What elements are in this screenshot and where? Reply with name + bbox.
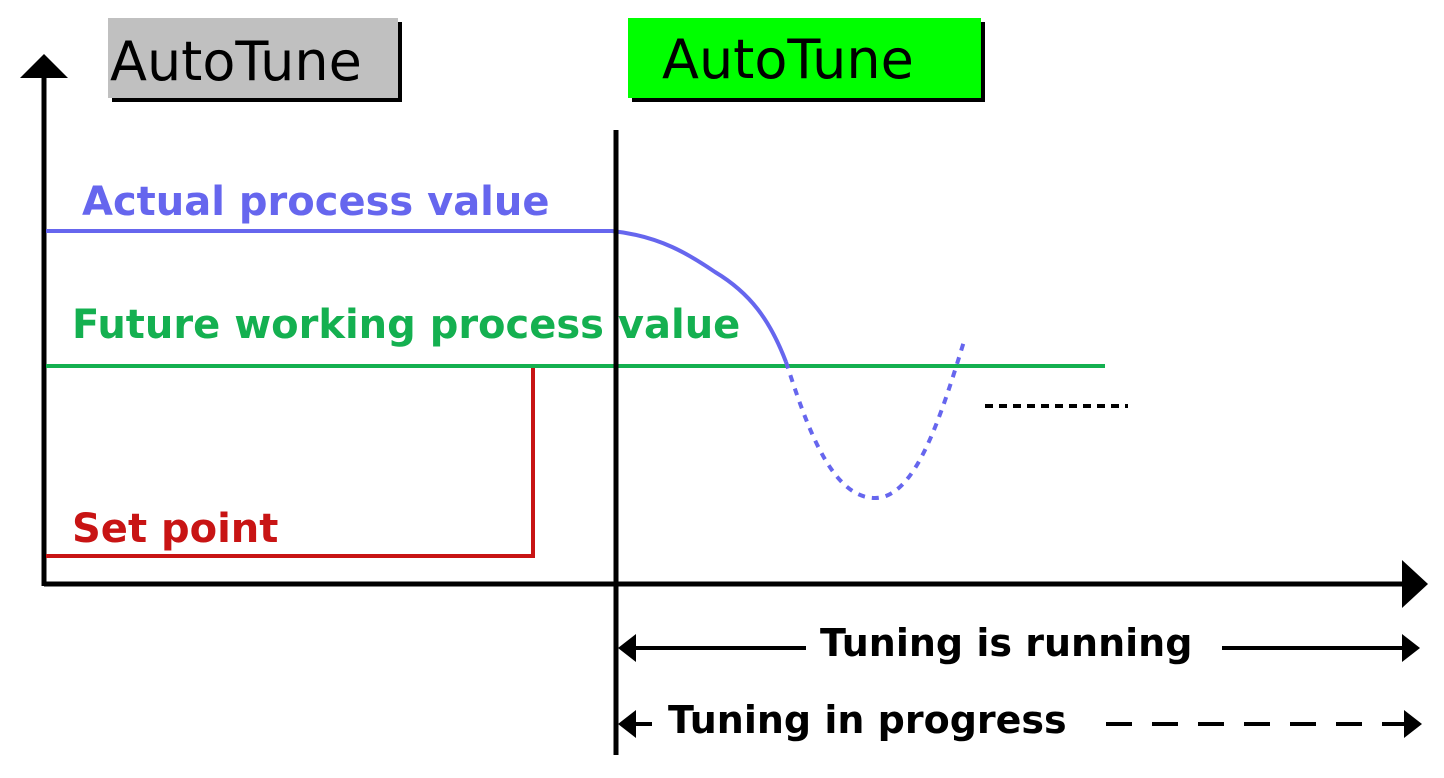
autotune-on-face (628, 18, 981, 98)
tuning-is-running-indicator: Tuning is running (618, 621, 1420, 665)
future-working-process-value-label: Future working process value (72, 302, 740, 348)
tuning-running-left-arrowhead (618, 634, 636, 662)
actual-process-value-oscillation (784, 337, 967, 501)
tuning-progress-right-arrowhead (1404, 710, 1422, 738)
tuning-in-progress-indicator: Tuning in progress (618, 698, 1422, 742)
autotune-on-label: AutoTune (662, 28, 914, 91)
x-axis-arrowhead (1402, 560, 1428, 608)
autotune-button-off[interactable]: AutoTune (108, 18, 402, 102)
x-axis (44, 560, 1428, 608)
tuning-is-running-label: Tuning is running (820, 621, 1192, 665)
actual-process-value-label: Actual process value (82, 179, 550, 225)
y-axis-arrowhead (20, 54, 68, 78)
autotune-off-label: AutoTune (110, 30, 362, 93)
set-point-label: Set point (72, 506, 278, 552)
actual-process-value-line (46, 229, 788, 363)
tuning-in-progress-label: Tuning in progress (668, 698, 1067, 742)
tuning-progress-left-arrowhead (618, 710, 636, 738)
autotune-off-face (108, 18, 398, 98)
autotune-button-on[interactable]: AutoTune (628, 18, 985, 102)
y-axis (20, 54, 68, 586)
tuning-running-right-arrowhead (1402, 634, 1420, 662)
